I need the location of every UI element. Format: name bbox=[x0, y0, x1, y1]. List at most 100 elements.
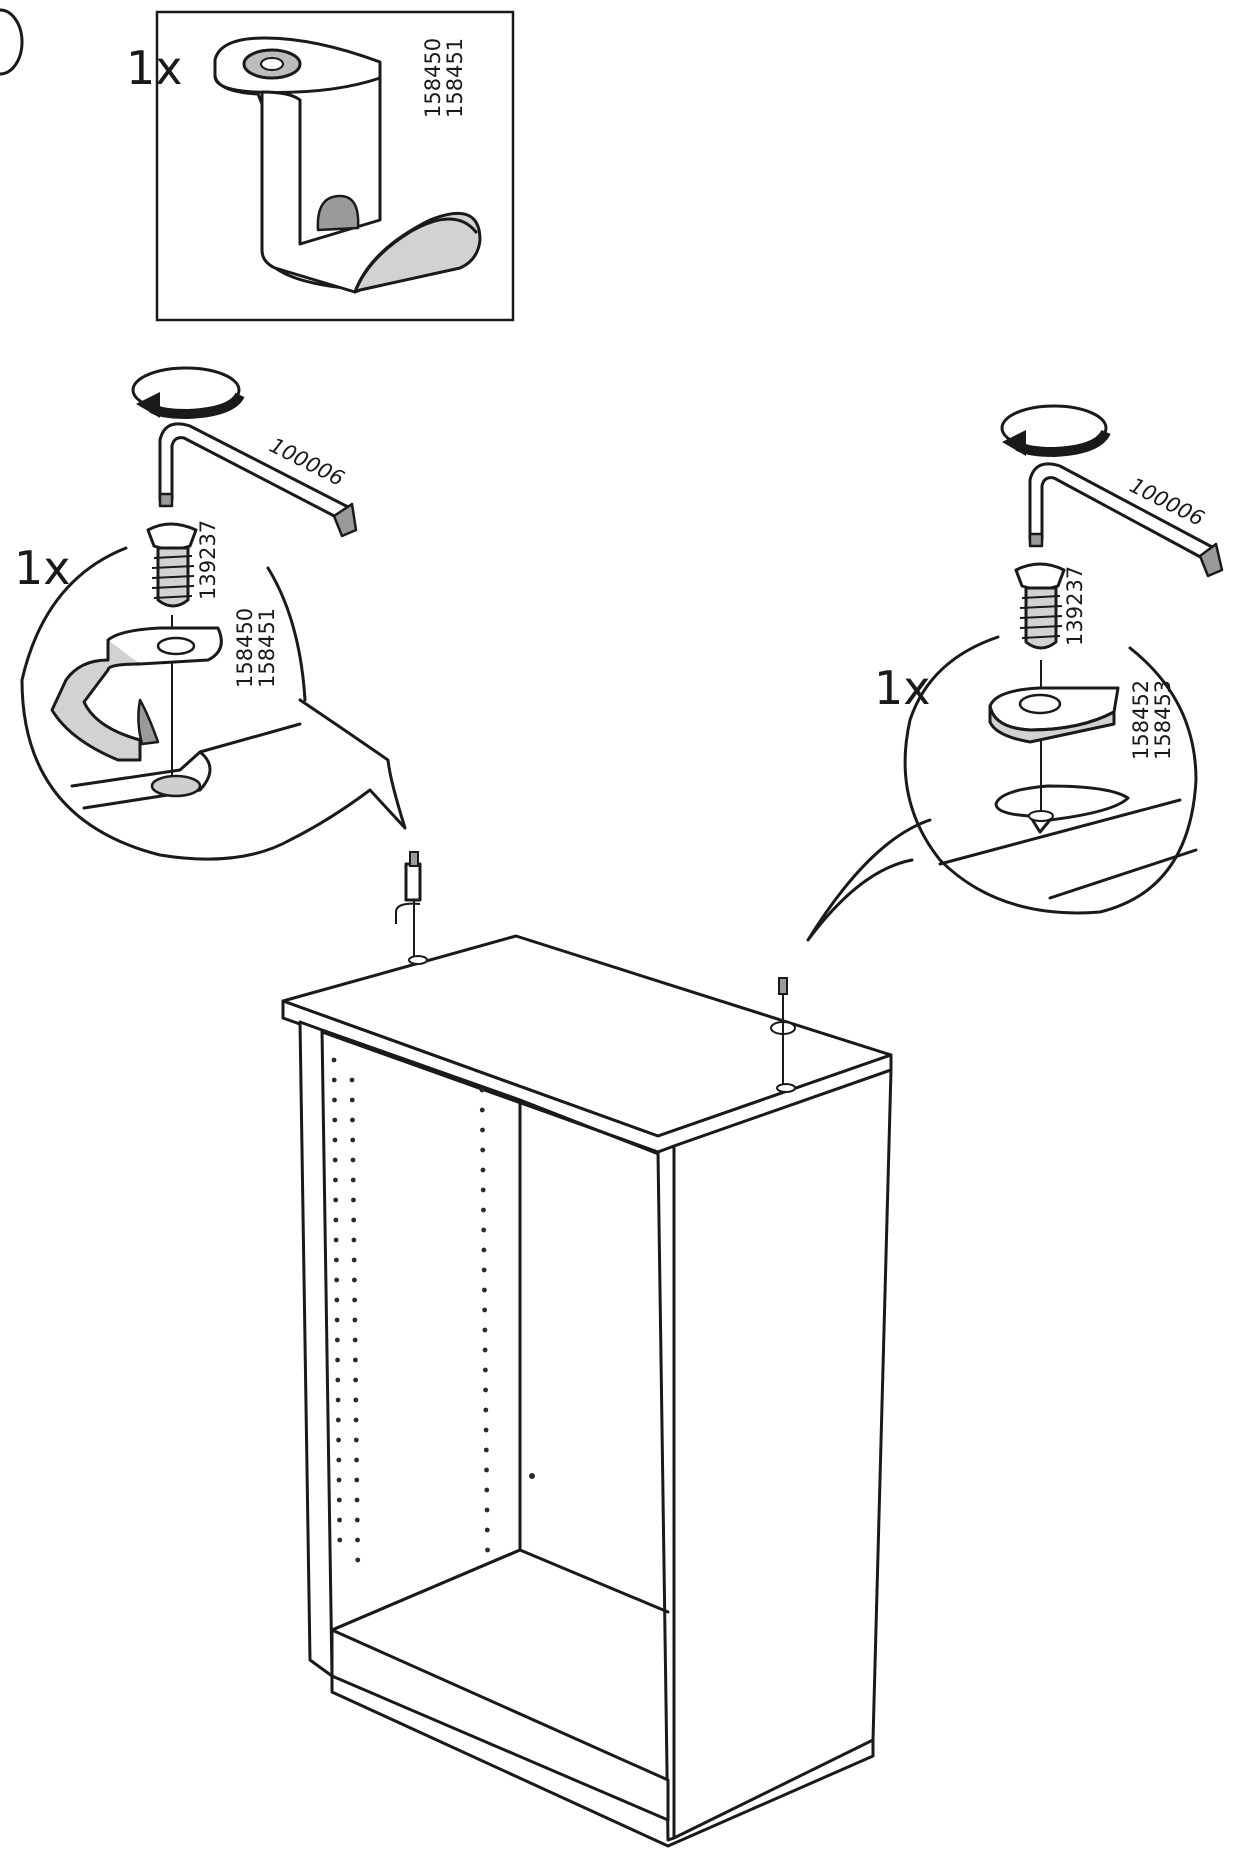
left-bracket-icon bbox=[50, 626, 223, 762]
shelf-pin-hole bbox=[335, 1417, 341, 1423]
step-number-circle bbox=[0, 8, 24, 76]
shelf-pin-hole bbox=[352, 1277, 357, 1283]
shelf-pin-hole bbox=[354, 1497, 360, 1503]
shelf-pin-hole bbox=[484, 1527, 490, 1533]
shelf-pin-holes bbox=[331, 1057, 490, 1563]
shelf-pin-hole bbox=[354, 1477, 360, 1483]
shelf-pin-hole bbox=[332, 1097, 337, 1103]
shelf-pin-hole bbox=[355, 1537, 360, 1543]
shelf-pin-hole bbox=[337, 1517, 342, 1523]
cabinet-right-panel bbox=[656, 1144, 676, 1842]
bracket-part-icon bbox=[213, 36, 482, 294]
shelf-pin-hole bbox=[336, 1457, 342, 1463]
shelf-pin-hole bbox=[483, 1387, 488, 1393]
shelf-pin-hole bbox=[353, 1397, 359, 1403]
right-allen-key-icon bbox=[1028, 462, 1224, 578]
shelf-pin-hole bbox=[482, 1327, 488, 1333]
shelf-pin-hole bbox=[479, 1087, 485, 1093]
shelf-pin-hole bbox=[335, 1377, 341, 1383]
shelf-pin-hole bbox=[483, 1447, 489, 1453]
shelf-pin-hole bbox=[354, 1517, 360, 1523]
shelf-pin-hole bbox=[484, 1507, 490, 1513]
shelf-pin-hole bbox=[334, 1277, 340, 1283]
shelf-pin-hole bbox=[480, 1147, 486, 1153]
shelf-pin-hole bbox=[480, 1187, 486, 1193]
left-allen-key-icon bbox=[158, 422, 358, 538]
shelf-pin-hole bbox=[484, 1487, 490, 1493]
right-plate-fitting-icon bbox=[770, 977, 796, 1093]
shelf-pin-hole bbox=[353, 1437, 359, 1443]
shelf-pin-hole bbox=[335, 1357, 340, 1363]
right-rotate-arrow-icon bbox=[1000, 404, 1111, 458]
right-screw-number: 139237 bbox=[1063, 566, 1087, 646]
shelf-pin-hole bbox=[483, 1407, 489, 1413]
shelf-pin-hole bbox=[481, 1207, 486, 1213]
shelf-pin-hole bbox=[333, 1177, 338, 1183]
shelf-pin-hole bbox=[353, 1417, 359, 1423]
right-plate-icon bbox=[988, 686, 1120, 744]
shelf-pin-hole bbox=[332, 1157, 338, 1163]
shelf-pin-hole bbox=[480, 1167, 486, 1173]
shelf-pin-hole bbox=[350, 1157, 356, 1163]
shelf-pin-hole bbox=[331, 1077, 337, 1083]
left-bracket-fitting-icon bbox=[395, 851, 428, 965]
right-detail: 100006 1x 139237 158452 158453 bbox=[806, 404, 1224, 942]
shelf-pin-hole bbox=[334, 1317, 340, 1323]
shelf-pin-hole bbox=[353, 1377, 358, 1383]
right-screw-icon bbox=[1014, 562, 1066, 650]
shelf-pin-hole bbox=[349, 1077, 355, 1083]
shelf-pin-hole bbox=[350, 1117, 355, 1123]
shelf-pin-hole bbox=[350, 1137, 356, 1143]
shelf-pin-hole bbox=[333, 1197, 339, 1203]
cabinet-bottom-panel bbox=[330, 1628, 670, 1822]
right-plate-number-1: 158452 bbox=[1129, 680, 1153, 760]
shelf-pin-hole bbox=[352, 1317, 358, 1323]
cabinet-left-panel bbox=[298, 1020, 334, 1678]
right-quantity: 1x bbox=[874, 661, 931, 715]
shelf-pin-hole bbox=[331, 1057, 337, 1063]
shelf-pin-hole bbox=[483, 1427, 489, 1433]
shelf-pin-hole bbox=[332, 1137, 338, 1143]
shelf-pin-hole bbox=[482, 1307, 488, 1313]
shelf-pin-hole bbox=[482, 1347, 488, 1353]
shelf-pin-hole bbox=[337, 1537, 343, 1543]
left-screw-number: 139237 bbox=[196, 520, 220, 600]
shelf-pin-hole bbox=[354, 1457, 359, 1463]
shelf-pin-hole bbox=[334, 1337, 340, 1343]
shelf-pin-hole bbox=[352, 1297, 358, 1303]
left-rotate-arrow-icon bbox=[131, 366, 245, 420]
shelf-pin-hole bbox=[355, 1557, 361, 1563]
shelf-pin-hole bbox=[481, 1227, 487, 1233]
shelf-pin-hole bbox=[482, 1367, 488, 1373]
part-box-code-2: 158451 bbox=[443, 38, 467, 118]
shelf-pin-hole bbox=[336, 1497, 342, 1503]
shelf-pin-hole bbox=[334, 1257, 339, 1263]
shelf-pin-hole bbox=[336, 1477, 342, 1483]
shelf-pin-hole bbox=[333, 1237, 339, 1243]
shelf-pin-hole bbox=[484, 1467, 489, 1473]
shelf-pin-hole bbox=[350, 1177, 356, 1183]
right-plate-number-2: 158453 bbox=[1151, 680, 1175, 760]
shelf-pin-hole bbox=[332, 1117, 338, 1123]
part-box-quantity: 1x bbox=[126, 41, 183, 95]
shelf-pin-hole bbox=[333, 1217, 339, 1223]
shelf-pin-hole bbox=[349, 1097, 355, 1103]
shelf-pin-hole bbox=[351, 1217, 357, 1223]
shelf-pin-hole bbox=[481, 1247, 487, 1253]
shelf-pin-hole bbox=[335, 1397, 341, 1403]
shelf-pin-hole bbox=[351, 1197, 356, 1203]
shelf-pin-hole bbox=[485, 1547, 490, 1553]
part-box: 1x 158450 158451 bbox=[126, 10, 515, 322]
shelf-pin-hole bbox=[352, 1357, 358, 1363]
left-bracket-number-2: 158451 bbox=[255, 608, 279, 688]
shelf-pin-hole bbox=[351, 1237, 357, 1243]
left-bracket-number-1: 158450 bbox=[233, 608, 257, 688]
shelf-pin-hole bbox=[336, 1437, 341, 1443]
shelf-pin-hole bbox=[481, 1267, 487, 1273]
shelf-pin-hole bbox=[482, 1287, 487, 1293]
shelf-pin-hole bbox=[352, 1337, 358, 1343]
shelf-pin-hole bbox=[480, 1127, 485, 1133]
shelf-pin-hole bbox=[351, 1257, 357, 1263]
